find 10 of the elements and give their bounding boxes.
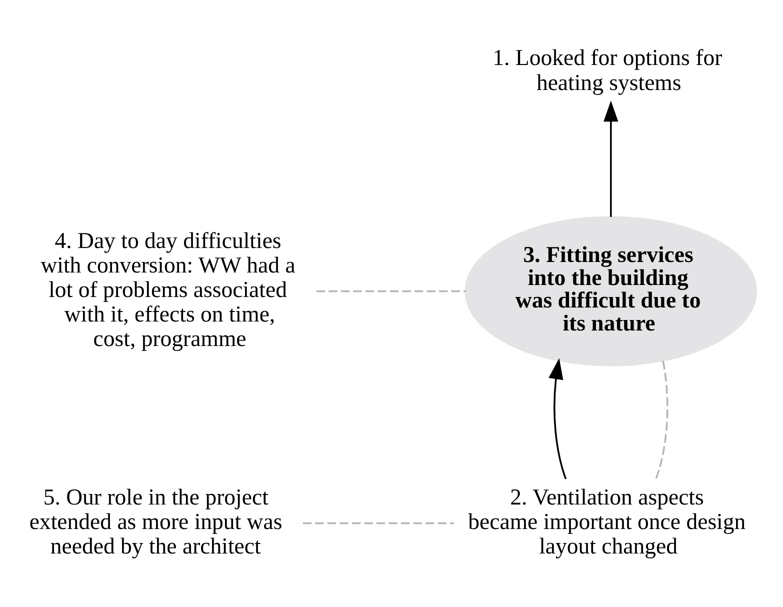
connector [302, 522, 454, 524]
connector [316, 290, 466, 292]
node-text: 5. Our role in the project extended as more input was needed by the architect [29, 484, 282, 559]
arrow [548, 358, 567, 480]
node-text: 2. Ventilation aspects became important once design layout changed [468, 484, 746, 559]
arrow [604, 100, 618, 217]
node-ellipse: 3. Fitting services into the building was difficult due to its nature [464, 216, 758, 366]
node-text: 4. Day to day difficulties with conversion: WW had a lot of problems associated with it, effects on time, cost, programme [40, 228, 296, 352]
connector [655, 360, 668, 480]
node-text: 1. Looked for options for heating systems [492, 45, 722, 95]
